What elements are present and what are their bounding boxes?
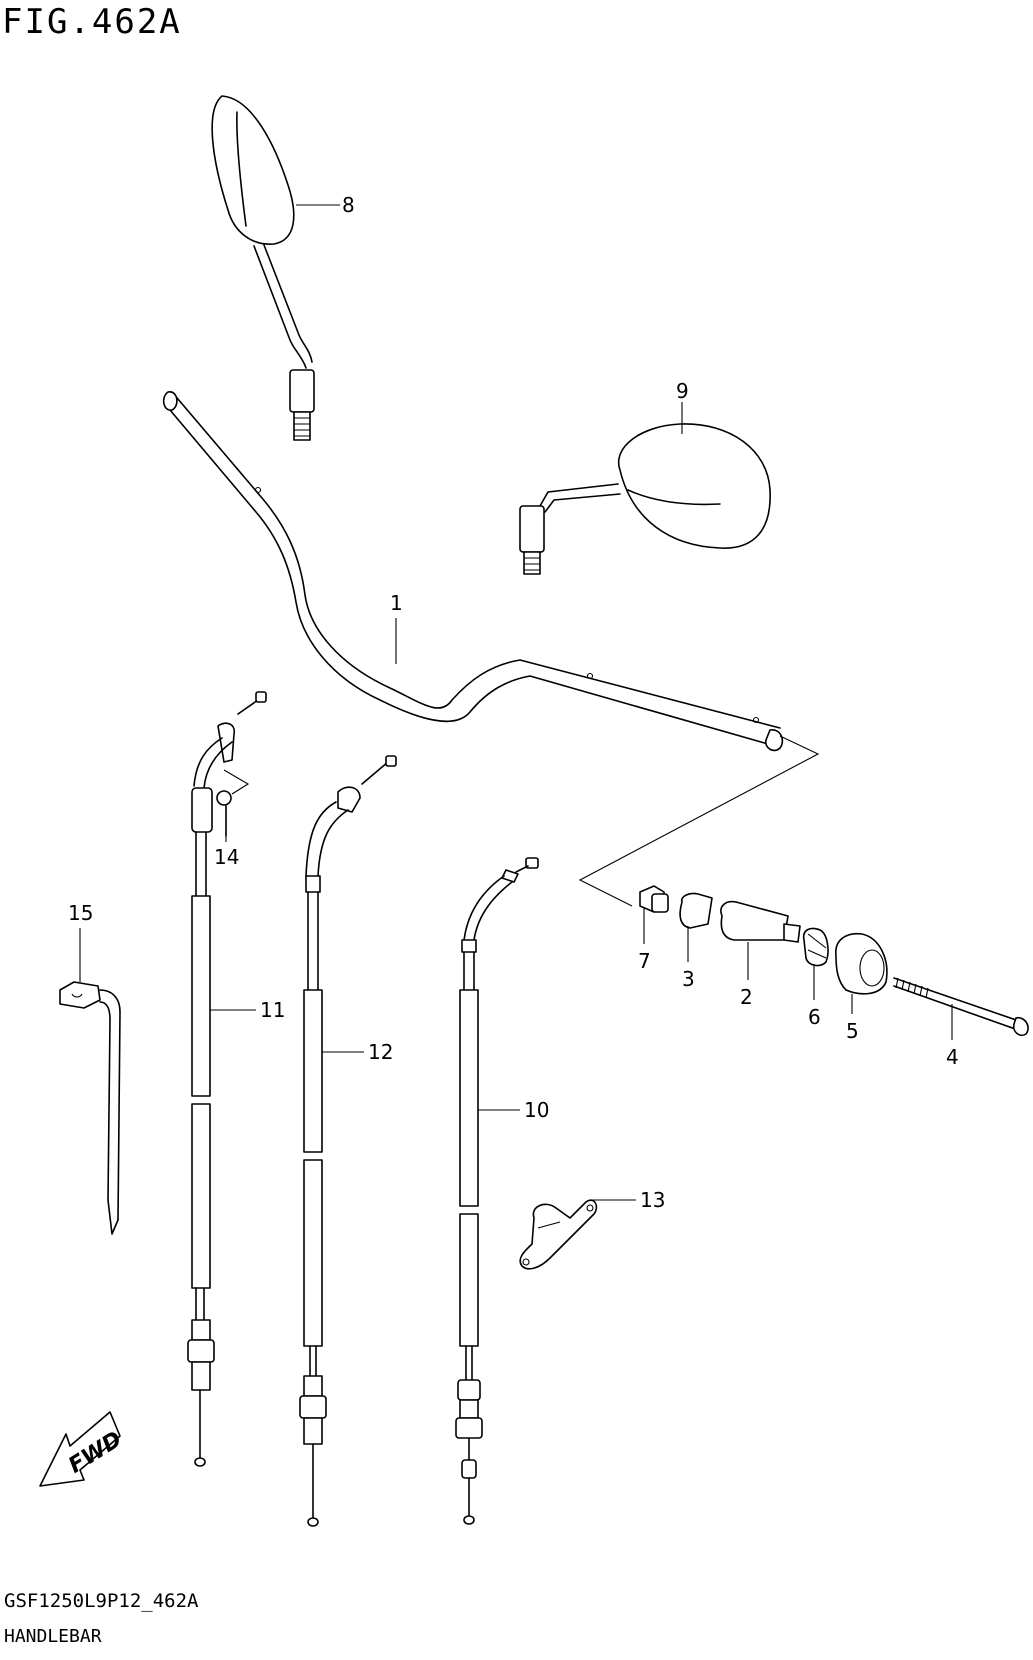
callout-6[interactable]: 6 — [808, 1005, 821, 1029]
callout-4[interactable]: 4 — [946, 1045, 959, 1069]
part-10-clutch-cable[interactable] — [455, 857, 539, 1525]
part-14-screw[interactable] — [216, 769, 250, 837]
part-12-throttle-cable-2[interactable] — [299, 755, 397, 1527]
part-6-nut[interactable] — [802, 927, 829, 967]
part-5-bar-end[interactable] — [835, 932, 888, 995]
fwd-arrow-icon: FWD — [39, 1411, 126, 1487]
part-1-handlebar[interactable] — [162, 391, 784, 752]
callout-12[interactable]: 12 — [368, 1040, 393, 1064]
callout-15[interactable]: 15 — [68, 901, 93, 925]
part-7-bar-end-insert[interactable] — [639, 885, 669, 913]
part-9-right-mirror[interactable] — [519, 423, 771, 575]
part-11-throttle-cable-1[interactable] — [187, 691, 267, 1467]
callout-7[interactable]: 7 — [638, 949, 651, 973]
callout-11[interactable]: 11 — [260, 998, 285, 1022]
part-15-clamp[interactable] — [59, 981, 121, 1235]
part-4-screw[interactable] — [893, 977, 1029, 1037]
callout-9[interactable]: 9 — [676, 379, 689, 403]
callout-leaders — [79, 204, 953, 1201]
part-3-spacer[interactable] — [679, 892, 713, 929]
callout-13[interactable]: 13 — [640, 1188, 665, 1212]
part-2-balancer-weight[interactable] — [720, 900, 801, 943]
figure-code: GSF1250L9P12_462A — [4, 1590, 199, 1612]
callout-numbers: 8 9 1 14 15 7 3 2 6 5 4 11 12 10 13 — [68, 193, 959, 1212]
part-13-cable-guide[interactable] — [519, 1199, 598, 1270]
callout-2[interactable]: 2 — [740, 985, 753, 1009]
callout-3[interactable]: 3 — [682, 967, 695, 991]
assembly-leader-line — [578, 735, 820, 907]
callout-14[interactable]: 14 — [214, 845, 239, 869]
callout-8[interactable]: 8 — [342, 193, 355, 217]
part-8-left-mirror[interactable] — [211, 95, 315, 441]
callout-1[interactable]: 1 — [390, 591, 403, 615]
callout-5[interactable]: 5 — [846, 1019, 859, 1043]
figure-name: HANDLEBAR — [4, 1626, 102, 1647]
figure-title: FIG.462A — [2, 2, 182, 42]
callout-10[interactable]: 10 — [524, 1098, 549, 1122]
